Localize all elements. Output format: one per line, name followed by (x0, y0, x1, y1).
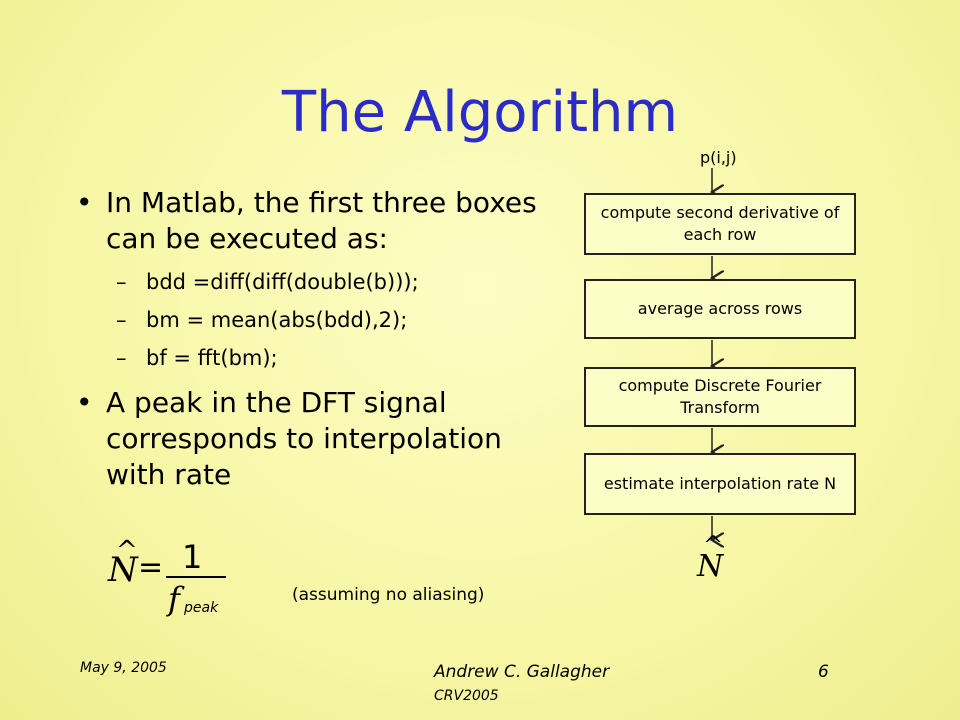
flow-box-label: estimate interpolation rate N (603, 474, 837, 493)
bullet-text: A peak in the DFT signal corresponds to … (106, 386, 502, 491)
code-text: bm = mean(abs(bdd),2); (146, 308, 408, 332)
code-list: – bdd =diff(diff(double(b))); – bm = mea… (70, 269, 540, 371)
flow-box-dft: compute Discrete Fourier Transform (584, 367, 856, 427)
code-line: – bf = fft(bm); (70, 345, 540, 371)
output-hat: ^ (703, 531, 724, 559)
formula-subscript: peak (184, 600, 219, 616)
aliasing-note: (assuming no aliasing) (292, 585, 485, 605)
dash-marker: – (116, 270, 127, 294)
formula-hat: ^ (116, 536, 138, 566)
flow-output: ^ N (697, 531, 737, 585)
formula-lhs: N (108, 550, 138, 590)
page-number: 6 (818, 662, 829, 682)
output-symbol: N (697, 549, 724, 584)
code-text: bf = fft(bm); (146, 346, 278, 370)
code-line: – bdd =diff(diff(double(b))); (70, 269, 540, 295)
bullet-dot: • (76, 386, 93, 419)
fraction-bar (166, 576, 226, 578)
formula-denominator: f (168, 580, 180, 618)
flow-box-label: average across rows (637, 299, 803, 318)
footer-author: Andrew C. Gallagher (434, 662, 610, 682)
bullet-item: • A peak in the DFT signal corresponds t… (70, 385, 540, 493)
footer-conference: CRV2005 (434, 688, 499, 704)
bullet-text: In Matlab, the first three boxes can be … (106, 186, 537, 255)
flow-box-derivative: compute second derivative of each row (584, 193, 856, 255)
formula-numerator: 1 (182, 538, 203, 576)
formula-equals: = (138, 550, 164, 585)
dash-marker: – (116, 346, 127, 370)
flow-box-label: compute second derivative of each row (600, 203, 840, 244)
flow-box-label: compute Discrete Fourier Transform (618, 376, 822, 417)
flow-box-average: average across rows (584, 279, 856, 339)
slide-title: The Algorithm (281, 80, 679, 145)
bullet-item: • In Matlab, the first three boxes can b… (70, 185, 540, 257)
bullet-list: • In Matlab, the first three boxes can b… (70, 185, 540, 493)
bullet-dot: • (76, 186, 93, 219)
dash-marker: – (116, 308, 127, 332)
code-text: bdd =diff(diff(double(b))); (146, 270, 419, 294)
rate-formula: ^ N = 1 f peak (108, 536, 228, 618)
flow-box-estimate: estimate interpolation rate N (584, 453, 856, 515)
footer-date: May 9, 2005 (80, 660, 167, 676)
flow-input-label: p(i,j) (700, 148, 737, 167)
code-line: – bm = mean(abs(bdd),2); (70, 307, 540, 333)
